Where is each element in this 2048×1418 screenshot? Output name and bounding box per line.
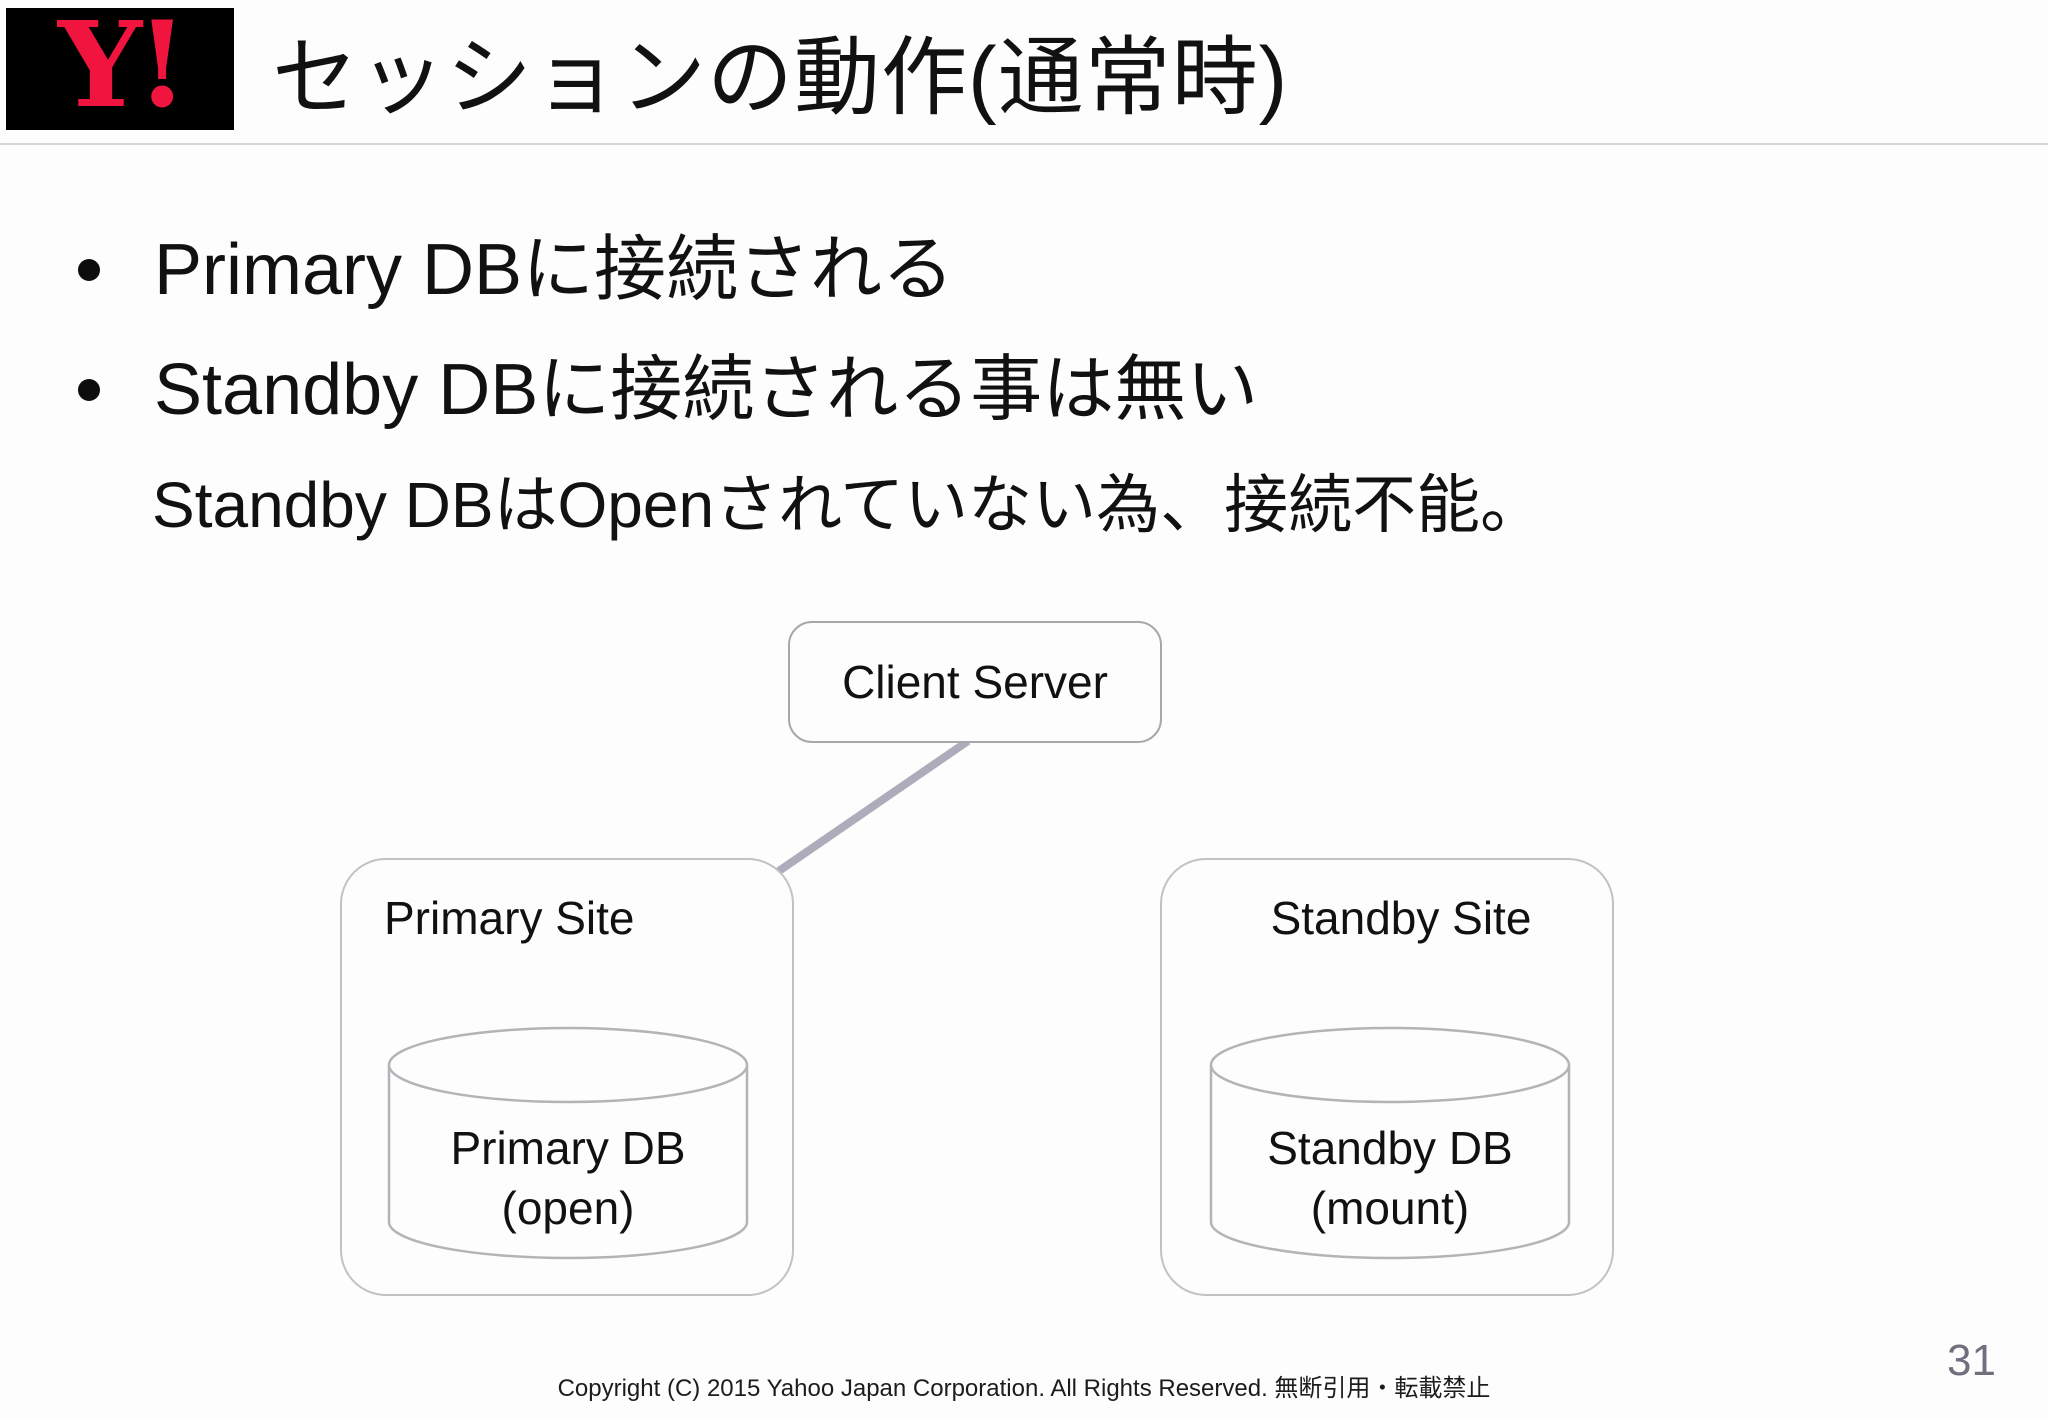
standby-db-label: Standby DB (mount) [1208, 1118, 1572, 1238]
database-cylinder-icon [387, 1026, 749, 1260]
primary-site-label: Primary Site [384, 892, 635, 944]
yahoo-y-icon: Y! [57, 0, 188, 134]
title-divider [0, 143, 2048, 145]
db-name: Primary DB [450, 1122, 686, 1174]
db-name: Standby DB [1267, 1122, 1513, 1174]
client-server-node: Client Server [788, 621, 1162, 743]
page-number: 31 [1947, 1336, 1996, 1385]
bullet-icon [78, 259, 100, 281]
bullet-text: Standby DBに接続される事は無い [154, 350, 1259, 430]
standby-site-label: Standby Site [1270, 892, 1532, 944]
primary-db-label: Primary DB (open) [386, 1118, 750, 1238]
bullet-icon [78, 379, 100, 401]
db-state: (mount) [1310, 1182, 1470, 1234]
yahoo-logo: Y! [6, 0, 234, 134]
page-title: セッションの動作(通常時) [272, 29, 1289, 126]
database-cylinder-icon [1209, 1026, 1571, 1260]
client-server-label: Client Server [842, 656, 1108, 708]
db-state: (open) [501, 1182, 635, 1234]
sub-bullet-text: Standby DBはOpenされていない為、接続不能。 [152, 469, 1545, 541]
bullet-item: Standby DBに接続される事は無い [78, 350, 1258, 430]
bullet-item: Primary DBに接続される [78, 230, 954, 310]
copyright-text: Copyright (C) 2015 Yahoo Japan Corporati… [557, 1375, 1491, 1402]
bullet-text: Primary DBに接続される [154, 230, 955, 310]
